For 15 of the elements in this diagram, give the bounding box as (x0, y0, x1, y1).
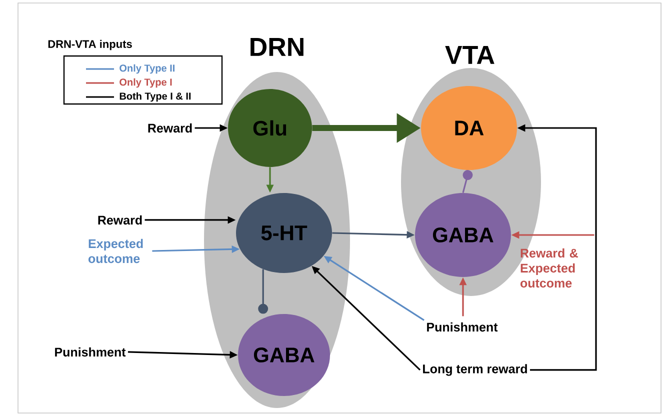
arrow (258, 269, 268, 314)
arrow (462, 170, 473, 193)
input-label: Punishment (55, 347, 126, 357)
input-label: Reward (98, 215, 142, 225)
input-label: Reward & Expected outcome (520, 248, 578, 288)
node-label: DRN (250, 38, 304, 56)
node-label: VTA (445, 46, 494, 64)
legend-label: Only Type I (120, 78, 172, 88)
input-label: Expected outcome (88, 238, 143, 264)
legend-label: Both Type I & II (120, 92, 191, 102)
input-label: Long term reward (423, 364, 527, 376)
legend-label: Only Type II (120, 64, 174, 74)
input-label: Punishment (427, 322, 498, 332)
input-label: Reward (148, 123, 192, 133)
label: DRN-VTA inputs (48, 40, 132, 50)
